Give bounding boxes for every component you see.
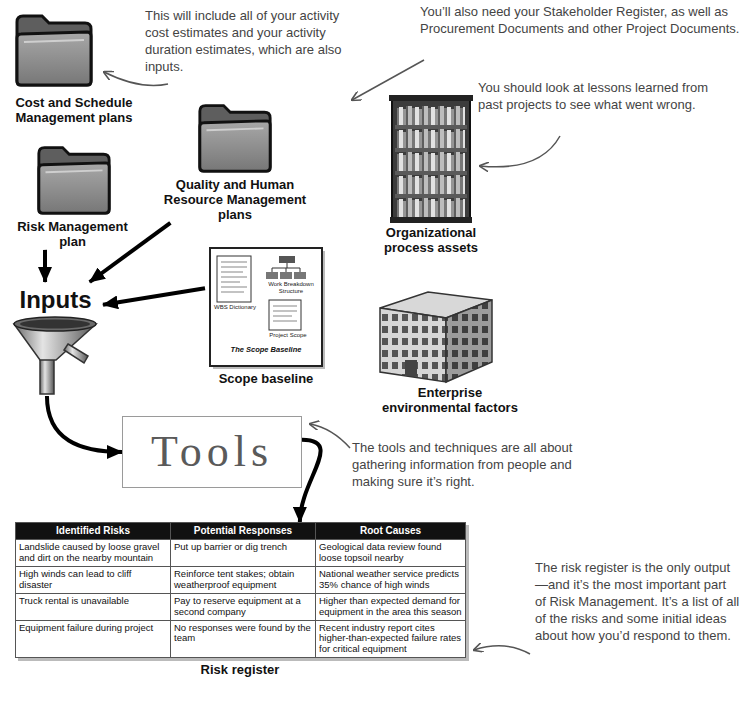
scope-baseline-picture-part [221, 262, 247, 292]
scope-baseline-picture-part [294, 272, 306, 279]
node-label: Scope baseline [205, 372, 327, 387]
callout-note: The risk register is the only output—and… [535, 560, 740, 644]
bookshelf-icon-part [389, 95, 473, 101]
folder-icon [200, 106, 270, 172]
bookshelf-icon-part [395, 148, 467, 152]
table-header-cell: Potential Responses [171, 523, 316, 540]
table-body: Identified RisksPotential ResponsesRoot … [16, 523, 466, 658]
bookshelf-icon-part [395, 125, 467, 129]
flow-arrow [43, 250, 47, 282]
table-cell: National weather service predicts 35% ch… [316, 566, 466, 593]
scope-baseline-picture-part [266, 272, 278, 279]
callout-note: You should look at lessons learned from … [478, 80, 718, 114]
leader-line [480, 136, 560, 167]
table-row: Equipment failure during projectNo respo… [16, 620, 466, 658]
building-icon-part [380, 308, 446, 382]
bookshelf-node: Organizational process assets [366, 96, 496, 256]
picture-label: The Scope Baseline [210, 346, 322, 354]
table-cell: Truck rental is unavailable [16, 593, 171, 620]
flow-arrow [103, 288, 205, 305]
node-label: Enterprise environmental factors [375, 386, 525, 416]
flow-arrow [47, 396, 122, 452]
scope-baseline-picture-part [279, 256, 295, 263]
picture-label: WBS Dictionary [213, 304, 257, 311]
node-label: Cost and Schedule Management plans [4, 96, 144, 126]
building-icon [380, 292, 492, 382]
leader-line [104, 72, 168, 86]
table-cell: Equipment failure during project [16, 620, 171, 658]
scope-baseline-picture-part [272, 263, 300, 272]
picture-label: Project Scope [263, 332, 313, 339]
scope-baseline-picture-part [210, 248, 322, 366]
callout-note: The tools and techniques are all about g… [352, 440, 602, 491]
funnel-icon-part [40, 356, 54, 394]
table-cell: Higher than expected demand for equipmen… [316, 593, 466, 620]
tools-box: Tools [122, 416, 302, 488]
bookshelf-icon-part [390, 217, 472, 223]
table-header-cell: Identified Risks [16, 523, 171, 540]
bookshelf-icon-part [397, 106, 465, 125]
folder-node: Risk Management plan [10, 138, 135, 250]
table-cell: Reinforce tent stakes; obtain weatherpro… [171, 566, 316, 593]
table-row: Landslide caused by loose gravel and dir… [16, 540, 466, 567]
funnel-icon-part [14, 317, 96, 331]
node-label: Organizational process assets [366, 226, 496, 256]
bookshelf-icon-part [397, 152, 465, 171]
scope-baseline-picture-part [273, 306, 297, 321]
funnel-icon-part [20, 320, 90, 329]
bookshelf-icon-part [397, 175, 465, 194]
bookshelf-icon-part [395, 194, 467, 198]
building-node: Enterprise environmental factors [375, 286, 525, 416]
table-cell: Landslide caused by loose gravel and dir… [16, 540, 171, 567]
scope-node: WBS Dictionary Work Breakdown StructurePr… [205, 246, 327, 387]
node-label: Quality and Human Resource Management pl… [150, 178, 320, 223]
folder-icon [39, 148, 109, 214]
bookshelf-icon [389, 95, 473, 223]
node-label: Risk register [15, 663, 465, 678]
table-cell: No responses were found by the team [171, 620, 316, 658]
risk-table: Identified RisksPotential ResponsesRoot … [15, 522, 466, 658]
bookshelf-icon-part [397, 198, 465, 217]
table-cell: Recent industry report cites higher-than… [316, 620, 466, 658]
scope-baseline-picture [210, 248, 325, 369]
building-icon-part [446, 300, 492, 382]
funnel-icon-part [64, 344, 88, 363]
node-label: Inputs [8, 286, 103, 314]
picture-label: Work Breakdown Structure [263, 281, 319, 294]
table-cell: Geological data review found loose topso… [316, 540, 466, 567]
leader-line [352, 60, 424, 100]
node-label: Risk Management plan [10, 220, 135, 250]
funnel-icon [14, 317, 96, 394]
table-row: Identified RisksPotential ResponsesRoot … [16, 523, 466, 540]
scope-baseline-picture-part [217, 256, 251, 302]
scope-baseline-picture-part [280, 272, 292, 279]
scope-baseline-picture-part [269, 300, 301, 330]
bookshelf-icon-part [392, 98, 470, 222]
table-cell: High winds can lead to cliff disaster [16, 566, 171, 593]
risk-register-table: Identified RisksPotential ResponsesRoot … [15, 522, 465, 678]
folder-node: Cost and Schedule Management plans [4, 4, 144, 126]
table-header-cell: Root Causes [316, 523, 466, 540]
table-cell: Put up barrier or dig trench [171, 540, 316, 567]
leader-line [474, 646, 530, 654]
funnel-node: Inputs [8, 282, 103, 396]
folder-node: Quality and Human Resource Management pl… [150, 96, 320, 223]
bookshelf-icon-part [395, 171, 467, 175]
building-icon-part [405, 360, 417, 376]
bookshelf-icon-part [397, 129, 465, 148]
folder-icon [17, 16, 91, 85]
table-cell: Pay to reserve equipment at a second com… [171, 593, 316, 620]
callout-note: You’ll also need your Stakeholder Regist… [420, 4, 742, 38]
table-row: Truck rental is unavailablePay to reserv… [16, 593, 466, 620]
callout-note: This will include all of your activity c… [145, 8, 365, 76]
table-row: High winds can lead to cliff disasterRei… [16, 566, 466, 593]
flow-arrow [300, 440, 321, 522]
tools-title: Tools [151, 430, 273, 474]
